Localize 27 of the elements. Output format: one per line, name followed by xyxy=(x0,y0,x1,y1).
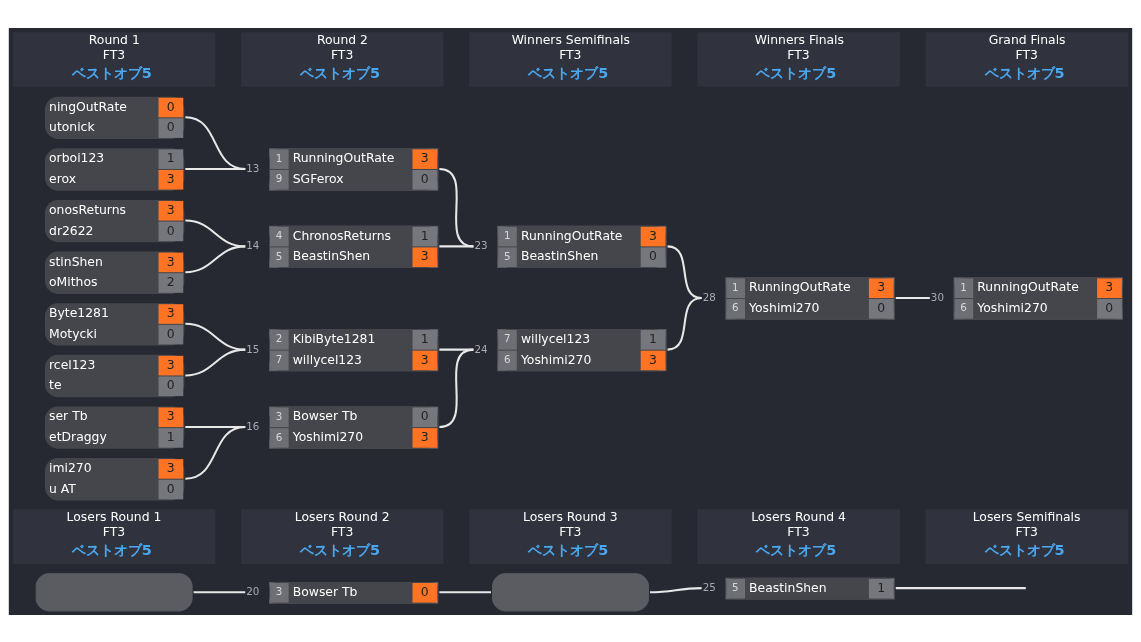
connector xyxy=(185,115,246,170)
node-label: 13 xyxy=(246,161,260,174)
node-label: 20 xyxy=(246,584,260,597)
connector xyxy=(185,425,246,480)
connector xyxy=(185,322,246,351)
node-label: 14 xyxy=(246,238,260,251)
connector xyxy=(185,244,246,273)
connector xyxy=(439,590,491,593)
node-label: 16 xyxy=(246,419,260,432)
node-box xyxy=(35,572,193,611)
connector xyxy=(895,586,1026,589)
connector xyxy=(185,167,246,170)
connector xyxy=(650,586,702,593)
connector xyxy=(667,296,702,351)
node-label: 24 xyxy=(474,342,488,355)
connector xyxy=(895,296,930,299)
node-label: 25 xyxy=(702,580,716,593)
node-label: 30 xyxy=(930,290,944,303)
node-label: 23 xyxy=(474,238,488,251)
connector xyxy=(439,348,474,428)
connector xyxy=(193,590,246,593)
connector xyxy=(439,167,474,247)
node-label: 15 xyxy=(246,342,260,355)
connector xyxy=(185,348,246,376)
node-box xyxy=(492,572,649,611)
node-label: 28 xyxy=(702,290,716,303)
connector xyxy=(439,244,474,247)
